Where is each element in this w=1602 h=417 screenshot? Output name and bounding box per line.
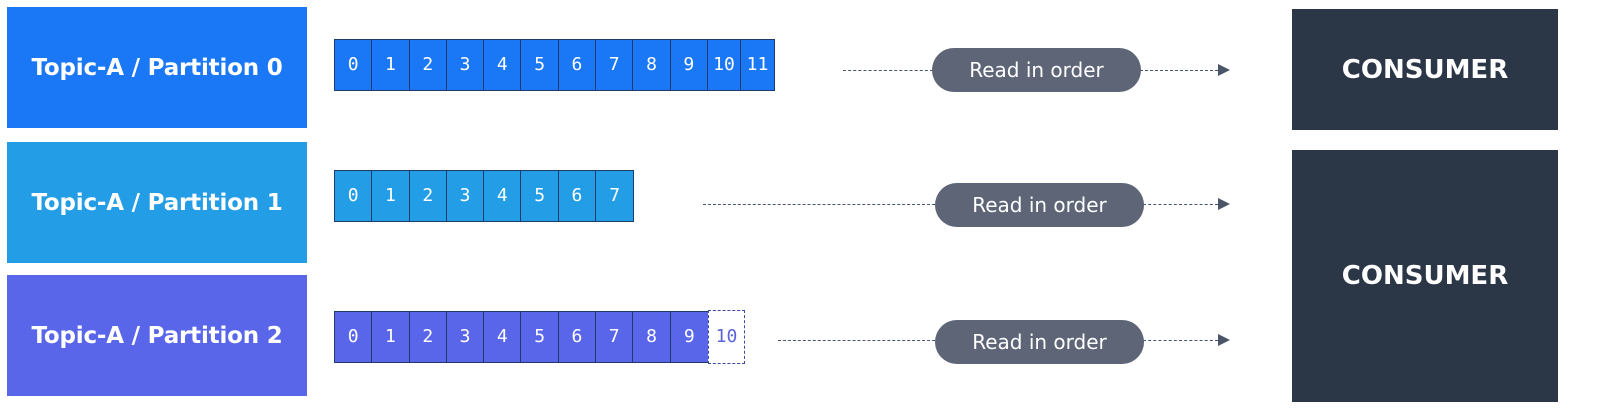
- offset-cell: 9: [670, 40, 708, 90]
- offset-cell: 3: [446, 171, 485, 221]
- read-in-order-label: Read in order: [969, 58, 1104, 82]
- read-in-order-pill-2: Read in order: [935, 320, 1144, 364]
- partition-1-box: Topic-A / Partition 1: [7, 142, 307, 263]
- offset-cell: 2: [409, 40, 447, 90]
- offset-cell: 0: [335, 171, 373, 221]
- partition-0-label: Topic-A / Partition 0: [31, 54, 283, 81]
- arrow-head-icon: [1218, 64, 1230, 76]
- offset-cell: 1: [372, 171, 410, 221]
- partition-2-label: Topic-A / Partition 2: [31, 322, 283, 349]
- read-arrow-2-tail: [778, 340, 935, 341]
- offset-cell: 7: [596, 40, 634, 90]
- read-arrow-2-head-line: [1143, 340, 1218, 341]
- offset-cell: 10: [707, 40, 741, 90]
- offset-cell: 5: [521, 171, 559, 221]
- read-in-order-pill-0: Read in order: [932, 48, 1141, 92]
- consumer-box-0: CONSUMER: [1292, 9, 1558, 130]
- partition-0-box: Topic-A / Partition 0: [7, 7, 307, 128]
- read-arrow-1-head-line: [1143, 204, 1218, 205]
- offset-cell: 8: [633, 312, 671, 362]
- consumer-label: CONSUMER: [1341, 261, 1509, 291]
- read-in-order-label: Read in order: [972, 330, 1107, 354]
- offset-cell: 7: [596, 312, 634, 362]
- partition-2-pending-offset: 10: [708, 310, 745, 364]
- offset-cell: 1: [372, 40, 410, 90]
- consumer-label: CONSUMER: [1341, 54, 1509, 85]
- offset-cell: 7: [596, 171, 634, 221]
- offset-cell: 8: [633, 40, 671, 90]
- offset-cell: 11: [740, 40, 774, 90]
- offset-cell: 0: [335, 40, 373, 90]
- offset-cell: 2: [409, 171, 447, 221]
- offset-cell: 0: [335, 312, 373, 362]
- offset-cell: 5: [521, 40, 559, 90]
- offset-cell: 5: [521, 312, 559, 362]
- offset-cell: 2: [409, 312, 447, 362]
- offset-cell: 4: [484, 40, 522, 90]
- offset-cell: 3: [446, 312, 485, 362]
- partition-2-box: Topic-A / Partition 2: [7, 275, 307, 396]
- arrow-head-icon: [1218, 198, 1230, 210]
- read-in-order-pill-1: Read in order: [935, 183, 1144, 227]
- offset-cell: 3: [446, 40, 485, 90]
- read-arrow-0-tail: [843, 70, 933, 71]
- read-arrow-1-tail: [703, 204, 935, 205]
- offset-cell: 6: [558, 312, 597, 362]
- offset-cell: 4: [484, 312, 522, 362]
- arrow-head-icon: [1218, 334, 1230, 346]
- offset-cell: 1: [372, 312, 410, 362]
- partition-1-label: Topic-A / Partition 1: [31, 189, 283, 216]
- offset-cell: 9: [670, 312, 708, 362]
- read-arrow-0-head-line: [1140, 70, 1218, 71]
- offset-cell: 6: [558, 40, 597, 90]
- offset-cell: 6: [558, 171, 597, 221]
- read-in-order-label: Read in order: [972, 193, 1107, 217]
- offset-cell: 4: [484, 171, 522, 221]
- consumer-box-1: CONSUMER: [1292, 150, 1558, 402]
